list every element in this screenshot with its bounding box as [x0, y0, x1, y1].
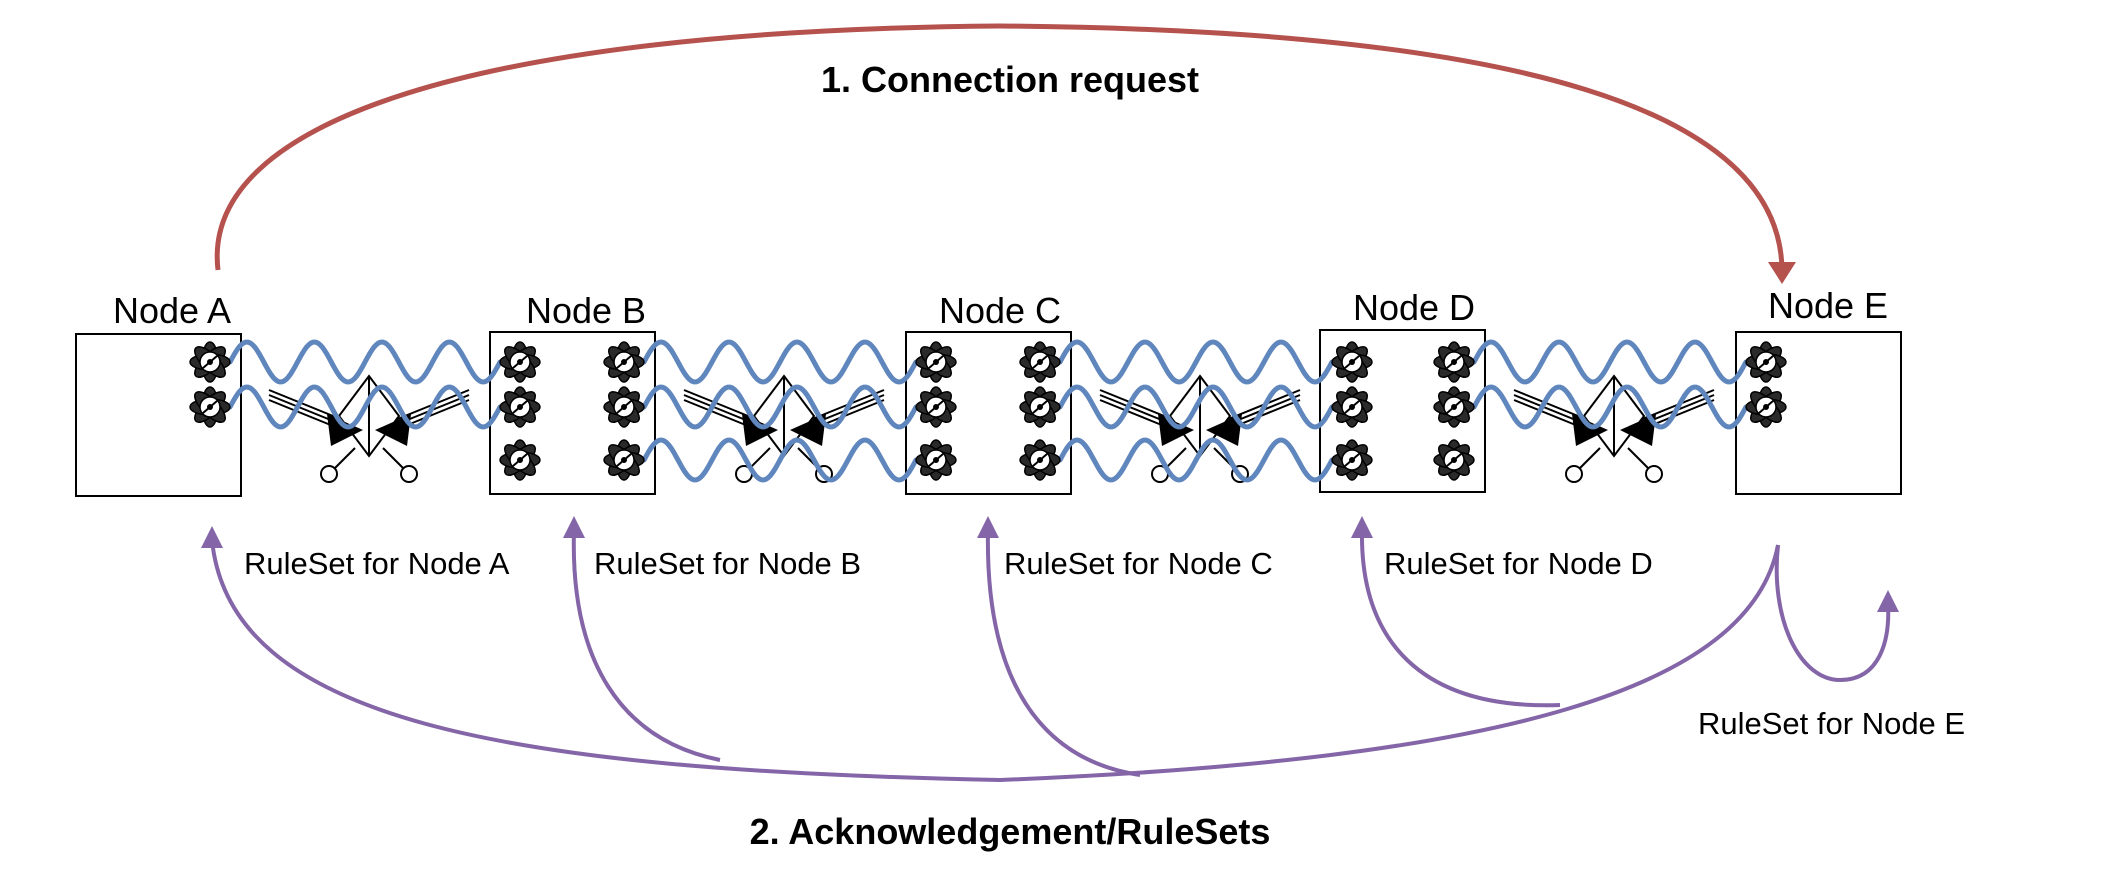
connection-request-arc	[214, 23, 1796, 284]
qubit-icon	[1433, 439, 1475, 481]
bell-state-analyzer-icon	[683, 375, 885, 483]
qubit-icon	[499, 386, 541, 428]
qubit-icon	[1019, 439, 1061, 481]
acknowledgement-title: 2. Acknowledgement/RuleSets	[750, 811, 1271, 852]
ruleset-node-d-label: RuleSet for Node D	[1384, 546, 1653, 581]
arrowhead-node-a	[201, 526, 223, 548]
ruleset-node-b-label: RuleSet for Node B	[594, 546, 861, 581]
qubit-icon	[603, 386, 645, 428]
qubit-icon	[1745, 341, 1787, 383]
qubit-icon	[1745, 386, 1787, 428]
arrowhead-node-b	[563, 516, 585, 538]
qubit-icon	[1331, 386, 1373, 428]
qubit-icon	[499, 439, 541, 481]
qubit-icon	[915, 341, 957, 383]
qubit-icon	[189, 341, 231, 383]
arrowhead-node-e	[1877, 590, 1899, 612]
entanglement-link	[227, 339, 503, 385]
qubit-icon	[603, 341, 645, 383]
qubit-icon	[1331, 341, 1373, 383]
node-e-label: Node E	[1768, 285, 1888, 326]
entanglement-link	[227, 384, 503, 430]
qubit-icon	[915, 439, 957, 481]
entanglement-link	[1471, 339, 1749, 385]
qubit-icon	[189, 386, 231, 428]
connection-request-title: 1. Connection request	[821, 59, 1199, 100]
qubit-icon	[499, 341, 541, 383]
entanglement-link	[641, 384, 919, 430]
qubit-icon	[1331, 439, 1373, 481]
entanglement-link	[1057, 384, 1335, 430]
qubit-icon	[915, 386, 957, 428]
node-b-label: Node B	[526, 290, 646, 331]
acknowledgement-arcs	[201, 516, 1899, 783]
entanglement-link	[1471, 384, 1749, 430]
bell-state-analyzer-icon	[1513, 375, 1715, 483]
bell-state-analyzer-icon	[1099, 375, 1301, 483]
ruleset-node-e-label: RuleSet for Node E	[1698, 706, 1965, 741]
qubit-icon	[603, 439, 645, 481]
entanglement-link	[1057, 437, 1335, 483]
entanglement-link	[641, 437, 919, 483]
node-c-label: Node C	[939, 290, 1061, 331]
qubit-icon	[1433, 341, 1475, 383]
entanglement-link	[1057, 339, 1335, 385]
entanglement-links	[227, 339, 1749, 483]
ruleset-node-a-label: RuleSet for Node A	[244, 546, 510, 581]
node-a-label: Node A	[113, 290, 231, 331]
qubit-icon	[1433, 386, 1475, 428]
arrowhead-node-c	[977, 516, 999, 538]
entanglement-link	[641, 339, 919, 385]
ruleset-node-c-label: RuleSet for Node C	[1004, 546, 1273, 581]
node-d-label: Node D	[1353, 287, 1475, 328]
qubit-icon	[1019, 386, 1061, 428]
arrowhead-node-d	[1351, 516, 1373, 538]
qubit-icon	[1019, 341, 1061, 383]
